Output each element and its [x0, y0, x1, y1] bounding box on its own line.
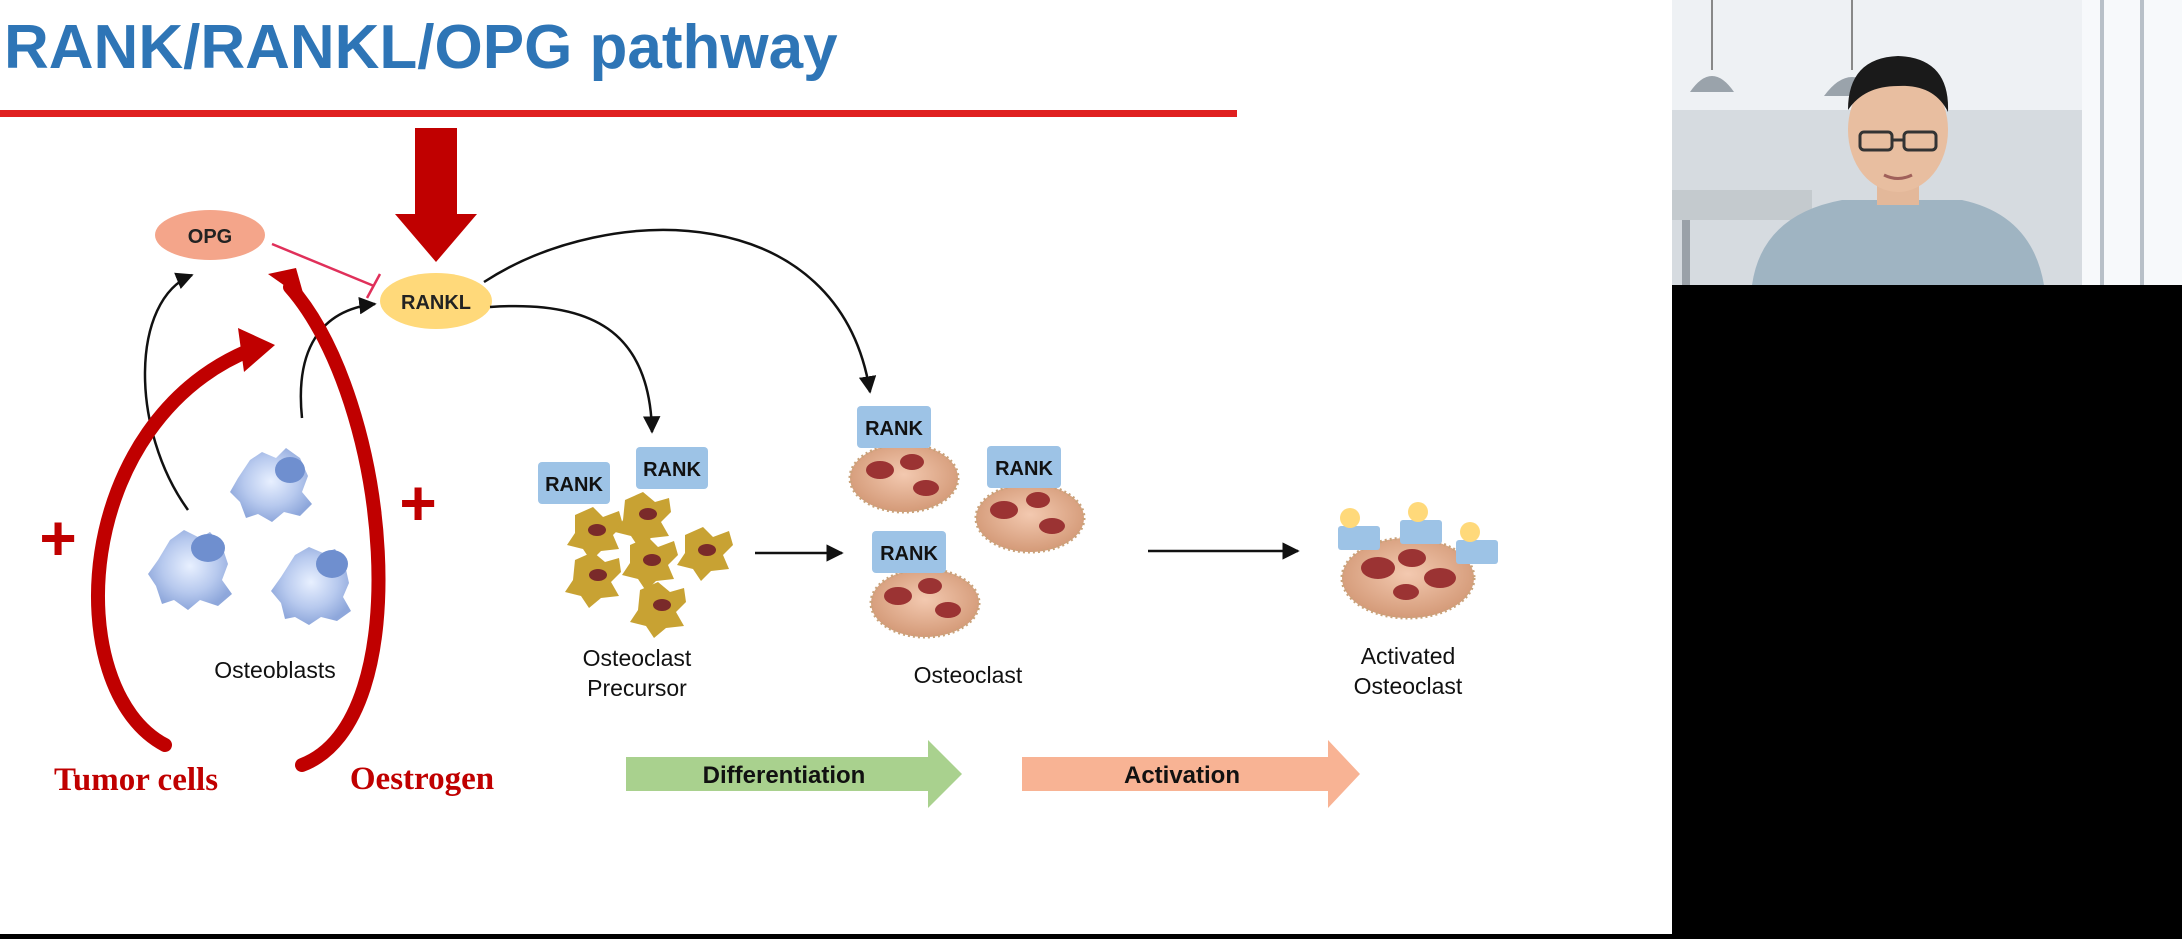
osteoclast-label: Osteoclast — [914, 662, 1023, 688]
pathway-diagram: RANK/RANKL/OPG pathway OPG RANKL + + — [0, 13, 1498, 808]
activation-label: Activation — [1124, 762, 1240, 789]
rank-label: RANK — [643, 459, 701, 481]
rank-label: RANK — [545, 474, 603, 496]
big-down-arrow-icon — [395, 128, 477, 262]
differentiation-arrow: Differentiation — [626, 740, 962, 808]
arrow-osteoblast-to-rankl — [299, 297, 377, 419]
osteoblasts-label: Osteoblasts — [214, 657, 335, 683]
presenter-video-icon — [1672, 0, 2182, 285]
arrow-rankl-to-osteoclast — [483, 228, 877, 394]
arrow-rankl-to-precursor — [489, 304, 661, 434]
rankl-label: RANKL — [401, 292, 471, 314]
osteoclast-cells-icon — [848, 442, 1086, 639]
presenter-webcam — [1672, 0, 2182, 285]
rank-receptor-precursor-2: RANK — [636, 447, 708, 489]
rank-receptor-precursor-1: RANK — [538, 462, 610, 504]
slide-title: RANK/RANKL/OPG pathway — [4, 13, 838, 82]
rank-receptor-osteoclast-3: RANK — [872, 531, 946, 573]
rank-receptor-osteoclast-2: RANK — [987, 446, 1061, 488]
activated-label-line1: Activated — [1361, 643, 1456, 669]
precursor-label-line1: Osteoclast — [583, 645, 692, 671]
empty-video-area — [1672, 285, 2182, 934]
title-underline — [0, 110, 1237, 117]
oestrogen-label: Oestrogen — [350, 761, 494, 797]
tumor-curved-arrow-icon — [91, 328, 275, 752]
rank-label: RANK — [865, 418, 923, 440]
activation-arrow: Activation — [1022, 740, 1360, 808]
rank-label: RANK — [880, 543, 938, 565]
oestrogen-curved-arrow-icon — [268, 268, 386, 772]
plus-sign-left: + — [39, 502, 76, 574]
opg-label: OPG — [188, 226, 232, 248]
rankl-node: RANKL — [380, 273, 492, 329]
osteoclast-precursor-cells-icon — [565, 492, 733, 638]
slide: RANK/RANKL/OPG pathway OPG RANKL + + — [0, 0, 1672, 934]
osteoblast-cells-icon — [148, 448, 351, 625]
plus-sign-right: + — [399, 467, 436, 539]
differentiation-label: Differentiation — [703, 762, 866, 789]
activated-osteoclast-icon — [1338, 502, 1498, 620]
rank-receptor-osteoclast-1: RANK — [857, 406, 931, 448]
opg-node: OPG — [155, 210, 265, 260]
tumor-cells-label: Tumor cells — [54, 762, 218, 798]
opg-inhibition-line — [271, 242, 382, 299]
rank-label: RANK — [995, 458, 1053, 480]
activated-label-line2: Osteoclast — [1354, 673, 1463, 699]
precursor-label-line2: Precursor — [587, 675, 687, 701]
arrow-osteoblast-to-opg — [143, 272, 194, 511]
